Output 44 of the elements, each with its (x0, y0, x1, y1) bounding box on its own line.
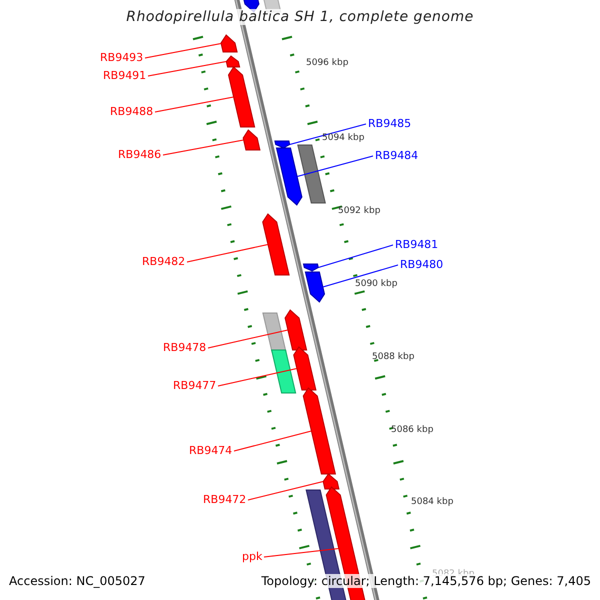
gene-feature (284, 309, 308, 350)
leader-line (186, 244, 268, 262)
leader-line (148, 61, 227, 76)
scale-label: 5094 kbp (322, 133, 364, 144)
leader-line (154, 96, 234, 112)
gene-label: RB9480 (400, 258, 444, 271)
gene-feature (293, 346, 317, 390)
leader-line (162, 140, 244, 156)
scale-label: 5092 kbp (338, 206, 380, 217)
accession-text: Accession: NC_005027 (9, 574, 146, 588)
leader-line (264, 548, 340, 558)
leader-line (322, 264, 398, 288)
gene-label: RB9488 (110, 105, 154, 118)
gene-feature (302, 387, 336, 474)
leader-line (218, 368, 298, 386)
leader-line (289, 124, 366, 145)
gene-label: RB9486 (118, 148, 162, 161)
gene-label: RB9493 (100, 51, 144, 64)
leader-line (208, 330, 288, 348)
gene-label: RB9477 (173, 379, 216, 392)
leader-line (296, 156, 374, 177)
gene-label: RB9484 (375, 149, 418, 162)
gene-label: RB9485 (368, 117, 412, 130)
map-title: Rhodopirellula baltica SH 1, complete genome (125, 9, 475, 25)
gene-label: RB9478 (163, 341, 206, 354)
scale-label: 5086 kbp (391, 425, 434, 436)
gene-label: ppk (242, 550, 262, 563)
scale-label: 5088 kbp (372, 352, 414, 363)
gene-feature (228, 66, 256, 128)
gene-feature (262, 213, 290, 276)
leader-line (248, 481, 324, 500)
gene-label: RB9472 (203, 493, 246, 506)
scale-label: 5096 kbp (306, 58, 348, 69)
leader-line (144, 43, 222, 58)
gene-feature (242, 129, 261, 150)
gene-label: RB9491 (103, 69, 146, 82)
leader-line (234, 430, 312, 452)
leader-line (318, 244, 394, 268)
gene-label: RB9481 (395, 238, 438, 251)
scale-label: 5084 kbp (411, 497, 454, 508)
gene-label: RB9482 (142, 255, 186, 268)
gene-label: RB9474 (189, 444, 232, 457)
gene-feature (220, 34, 238, 52)
scale-label: 5090 kbp (355, 279, 398, 290)
